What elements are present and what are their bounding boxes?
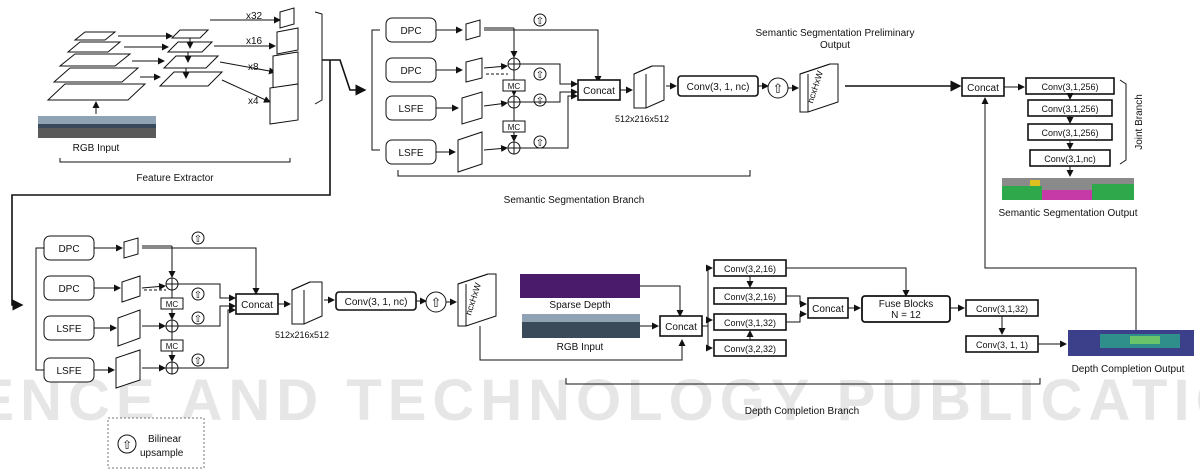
upper-up-4: ⇧ xyxy=(536,138,544,149)
upper-mc-1: MC xyxy=(508,82,521,91)
joint-branch xyxy=(962,78,1136,336)
upper-module-2: DPC xyxy=(400,66,421,77)
depth-concat2-label: Concat xyxy=(812,304,844,315)
depth-conv-l1: Conv(3,1,32) xyxy=(724,318,776,328)
lower-up-4: ⇧ xyxy=(194,356,202,367)
lower-conv-label: Conv(3, 1, nc) xyxy=(345,297,408,308)
depth-conv-out2: Conv(3, 1, 1) xyxy=(976,340,1028,350)
upper-module-4: LSFE xyxy=(398,148,423,159)
depth-rgb-label: RGB Input xyxy=(557,342,604,353)
depth-conv-u2: Conv(3,2,16) xyxy=(724,292,776,302)
depth-conv-u1: Conv(3,2,16) xyxy=(724,264,776,274)
scale-label-x4: x4 xyxy=(248,96,259,107)
fe-input-label: RGB Input xyxy=(73,143,120,154)
fuse-blocks-line1: Fuse Blocks xyxy=(879,299,933,310)
scale-label-x16: x16 xyxy=(246,36,263,47)
semantic-output-label: Semantic Segmentation Output xyxy=(999,208,1138,219)
scale-label-x8: x8 xyxy=(248,62,259,73)
legend-line1: Bilinear xyxy=(148,434,182,445)
joint-concat-label: Concat xyxy=(967,83,999,94)
legend-line2: upsample xyxy=(140,448,184,459)
lower-module-2: DPC xyxy=(58,284,79,295)
upper-branch-caption: Semantic Segmentation Branch xyxy=(504,195,645,206)
joint-conv-1: Conv(3,1,256) xyxy=(1041,82,1098,92)
scale-label-x32: x32 xyxy=(246,11,263,22)
joint-side-label: Joint Branch xyxy=(1134,94,1145,150)
upper-up-main: ⇧ xyxy=(773,81,784,96)
joint-conv-3: Conv(3,1,256) xyxy=(1041,128,1098,138)
depth-output-label: Depth Completion Output xyxy=(1072,364,1185,375)
lower-module-1: DPC xyxy=(58,244,79,255)
upper-concat-label: Concat xyxy=(583,86,615,97)
lower-mc-2: MC xyxy=(166,342,179,351)
lower-dims-label: 512x216x512 xyxy=(275,330,329,340)
upper-up-1: ⇧ xyxy=(536,16,544,27)
upper-module-3: LSFE xyxy=(398,104,423,115)
sparse-depth-label: Sparse Depth xyxy=(549,300,610,311)
lower-module-4: LSFE xyxy=(56,366,81,377)
lower-up-1: ⇧ xyxy=(194,234,202,245)
depth-conv-out1: Conv(3,1,32) xyxy=(976,304,1028,314)
depth-concat-label: Concat xyxy=(665,322,697,333)
upper-module-1: DPC xyxy=(400,26,421,37)
lower-up-3: ⇧ xyxy=(194,314,202,325)
prelim-title-2: Output xyxy=(820,40,850,51)
lower-concat-label: Concat xyxy=(241,300,273,311)
prelim-title-1: Semantic Segmentation Preliminary xyxy=(756,28,915,39)
depth-branch xyxy=(108,260,1194,468)
lower-mc-1: MC xyxy=(166,300,179,309)
joint-conv-2: Conv(3,1,256) xyxy=(1041,104,1098,114)
upper-conv-label: Conv(3, 1, nc) xyxy=(687,82,750,93)
legend-upsample-icon: ⇧ xyxy=(122,438,132,452)
joint-conv-4: Conv(3,1,nc) xyxy=(1044,154,1096,164)
upper-mc-2: MC xyxy=(508,123,521,132)
fe-caption: Feature Extractor xyxy=(136,173,214,184)
upper-up-3: ⇧ xyxy=(536,96,544,107)
depth-conv-l2: Conv(3,2,32) xyxy=(724,344,776,354)
lower-up-2: ⇧ xyxy=(194,290,202,301)
lower-module-3: LSFE xyxy=(56,324,81,335)
lower-up-main: ⇧ xyxy=(431,295,442,310)
fuse-blocks-line2: N = 12 xyxy=(891,310,921,321)
upper-up-2: ⇧ xyxy=(536,70,544,81)
feature-extractor xyxy=(38,8,322,162)
upper-dims-label: 512x216x512 xyxy=(615,114,669,124)
depth-branch-caption: Depth Completion Branch xyxy=(745,406,860,417)
